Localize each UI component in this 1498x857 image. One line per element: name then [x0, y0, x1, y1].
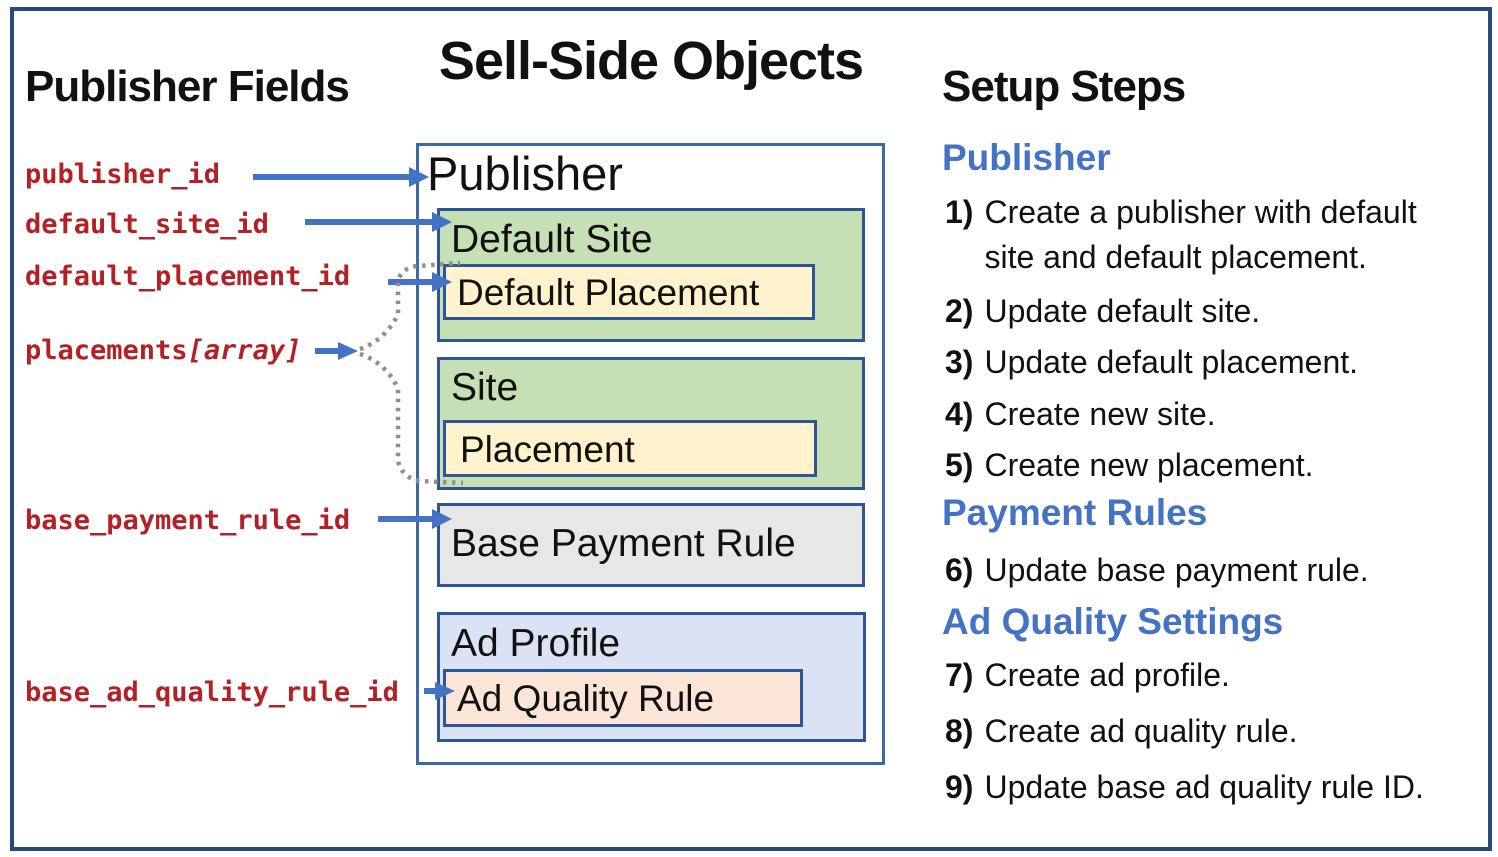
base-payment-rule-label: Base Payment Rule: [451, 522, 796, 565]
step-text: Create new placement.: [984, 447, 1314, 483]
step-number: 1): [945, 194, 974, 230]
setup-step-7: 7) Create ad profile.: [945, 653, 1466, 698]
step-number: 3): [945, 344, 974, 380]
setup-step-1: 1) Create a publisher with default site …: [945, 190, 1466, 280]
field-base-ad-quality-rule-id: base_ad_quality_rule_id: [25, 677, 399, 708]
step-number: 2): [945, 293, 974, 329]
page-title: Sell-Side Objects: [438, 31, 864, 91]
ad-quality-rule-label: Ad Quality Rule: [457, 678, 715, 719]
step-text: Create new site.: [984, 396, 1216, 432]
default-site-label: Default Site: [451, 218, 653, 261]
setup-step-2: 2) Update default site.: [945, 289, 1466, 334]
ad-profile-label: Ad Profile: [451, 622, 621, 665]
step-text: Create a publisher with default site and…: [984, 194, 1417, 275]
step-text: Update base payment rule.: [984, 552, 1369, 588]
placement-box: [443, 420, 817, 477]
step-number: 4): [945, 396, 974, 432]
section-heading-publisher: Publisher: [942, 137, 1111, 178]
field-base-payment-rule-id: base_payment_rule_id: [25, 505, 350, 536]
field-label: placements: [25, 335, 188, 366]
setup-step-4: 4) Create new site.: [945, 392, 1466, 437]
step-number: 9): [945, 769, 974, 805]
setup-step-9: 9) Update base ad quality rule ID.: [945, 765, 1466, 810]
setup-step-6: 6) Update base payment rule.: [945, 548, 1466, 593]
step-text: Update base ad quality rule ID.: [984, 769, 1424, 805]
placement-label: Placement: [460, 429, 635, 470]
field-default-site-id: default_site_id: [25, 209, 269, 240]
setup-step-3: 3) Update default placement.: [945, 340, 1466, 385]
field-publisher-id: publisher_id: [25, 159, 220, 190]
base-payment-rule-box: [437, 503, 865, 587]
step-text: Update default placement.: [984, 344, 1359, 380]
setup-step-5: 5) Create new placement.: [945, 443, 1466, 488]
publisher-fields-heading: Publisher Fields: [25, 62, 350, 111]
step-text: Update default site.: [984, 293, 1261, 329]
field-label: publisher_id: [25, 159, 221, 190]
section-heading-payment-rules: Payment Rules: [942, 492, 1208, 533]
field-label-suffix: [array]: [187, 335, 302, 366]
field-label: default_placement_id: [25, 261, 351, 292]
site-label: Site: [451, 366, 519, 409]
default-placement-box: [443, 264, 815, 320]
setup-step-8: 8) Create ad quality rule.: [945, 709, 1466, 754]
step-number: 6): [945, 552, 974, 588]
setup-steps-heading: Setup Steps: [942, 62, 1186, 111]
field-label: default_site_id: [25, 209, 269, 240]
field-default-placement-id: default_placement_id: [25, 261, 350, 292]
section-heading-ad-quality-settings: Ad Quality Settings: [942, 601, 1284, 642]
step-text: Create ad quality rule.: [984, 713, 1298, 749]
step-text: Create ad profile.: [984, 657, 1230, 693]
default-placement-label: Default Placement: [457, 272, 760, 313]
step-number: 8): [945, 713, 974, 749]
field-label: base_payment_rule_id: [25, 505, 351, 536]
step-number: 5): [945, 447, 974, 483]
field-placements-array: placements[array]: [25, 335, 301, 366]
step-number: 7): [945, 657, 974, 693]
field-label: base_ad_quality_rule_id: [25, 677, 399, 708]
publisher-object-label: Publisher: [427, 147, 623, 200]
